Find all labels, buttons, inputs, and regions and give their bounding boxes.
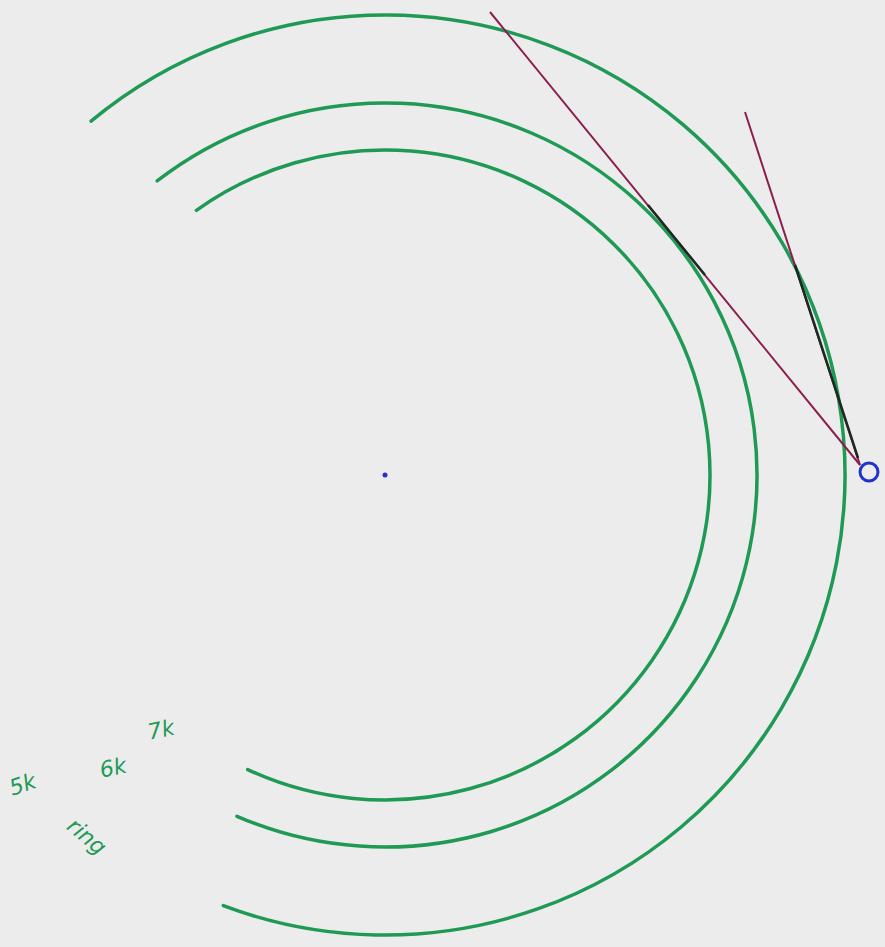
tangent-contact <box>795 265 858 458</box>
observer-circle <box>860 463 878 481</box>
ring-label: 5k <box>7 770 39 799</box>
ring-label: 6k <box>98 755 129 782</box>
ring-arc <box>196 150 710 800</box>
tangent-contact <box>648 205 705 275</box>
tangent-line <box>490 12 860 465</box>
ring-arc <box>157 103 757 847</box>
ring-arc <box>91 15 845 935</box>
ring-label: 7k <box>146 717 177 744</box>
tangent-line <box>745 112 860 465</box>
ring-label: ring <box>63 815 110 860</box>
center-dot <box>383 473 388 478</box>
